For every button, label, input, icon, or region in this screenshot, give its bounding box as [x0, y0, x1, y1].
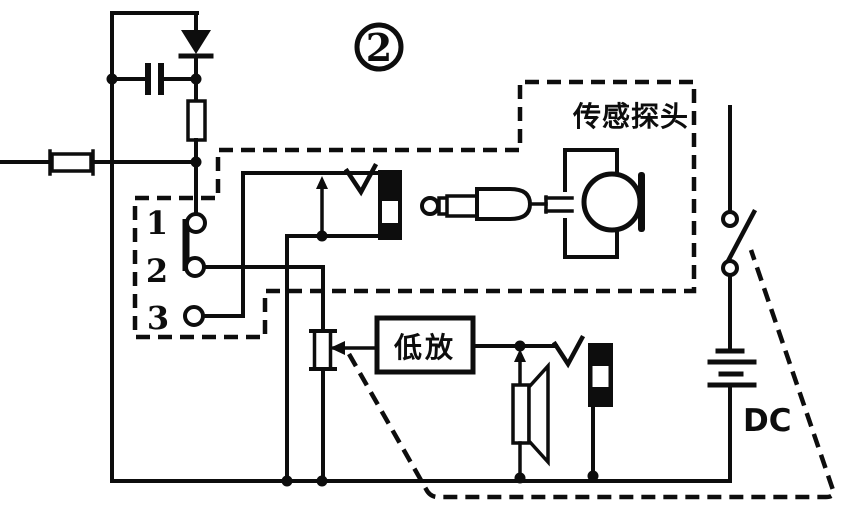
- external-earphone-jack: [551, 334, 613, 479]
- left-rail-wire: [110, 11, 199, 483]
- rf-detector-section: [0, 11, 214, 216]
- junction-dots: [106, 73, 599, 487]
- terminal-3-contact: [183, 305, 205, 327]
- figure-number-circle: [354, 22, 404, 72]
- dc-battery: DC: [707, 273, 791, 483]
- terminal-3-wire: [201, 171, 379, 318]
- speaker: [511, 349, 550, 480]
- signal-wires: [201, 171, 379, 333]
- plug-tip-icon: [420, 196, 440, 216]
- plug-shaft-icon: [445, 194, 481, 218]
- terminal-3-label: 3: [147, 299, 169, 337]
- switch-contact-top: [721, 210, 739, 228]
- mic-capsule-icon: [581, 171, 643, 233]
- plug-terminal-block: 1 2 3: [146, 204, 207, 337]
- wiper-arrow-icon: [330, 341, 345, 355]
- switch-lever-icon: [723, 208, 758, 267]
- sensor-probe-label: 传感探头: [572, 101, 689, 132]
- sensor-microphone-head: [544, 148, 645, 259]
- resistor-icon: [186, 99, 207, 142]
- speaker-break-contact-arrow-icon: [514, 349, 526, 362]
- sensor-probe-dashed-enclosure: [132, 79, 697, 340]
- jack2-spring-contact-icon: [551, 334, 586, 369]
- terminal-1-label: 1: [146, 204, 168, 242]
- speaker-cone-icon: [527, 361, 550, 467]
- figure-number-text: 2: [366, 25, 392, 70]
- mic-diaphragm-icon: [638, 172, 645, 232]
- diode-icon: [181, 30, 211, 54]
- speaker-coil-icon: [511, 383, 531, 445]
- terminal-2-wire: [202, 265, 325, 333]
- dc-label: DC: [743, 403, 791, 439]
- low-frequency-amplifier: 低放: [374, 315, 558, 375]
- jack1-spring-contact-icon: [343, 162, 379, 197]
- probe-input-resistor-icon: [50, 152, 93, 173]
- monitor-earphone-jack: [285, 162, 402, 483]
- figure-number-badge: 2: [354, 22, 404, 72]
- jack1-break-contact-arrow-icon: [316, 176, 328, 189]
- terminal-2-label: 2: [146, 252, 168, 290]
- pot-switch-mechanical-link: [347, 249, 836, 500]
- power-switch: [721, 105, 758, 277]
- switch-contact-bottom: [721, 259, 739, 277]
- volume-potentiometer: [309, 329, 379, 483]
- amplifier-label: 低放: [393, 331, 456, 363]
- sensor-phone-plug: [420, 187, 548, 221]
- terminal-2-contact: [184, 256, 206, 278]
- potentiometer-icon: [312, 329, 333, 371]
- terminal-1-contact: [185, 212, 207, 234]
- plug-body-icon: [475, 187, 533, 221]
